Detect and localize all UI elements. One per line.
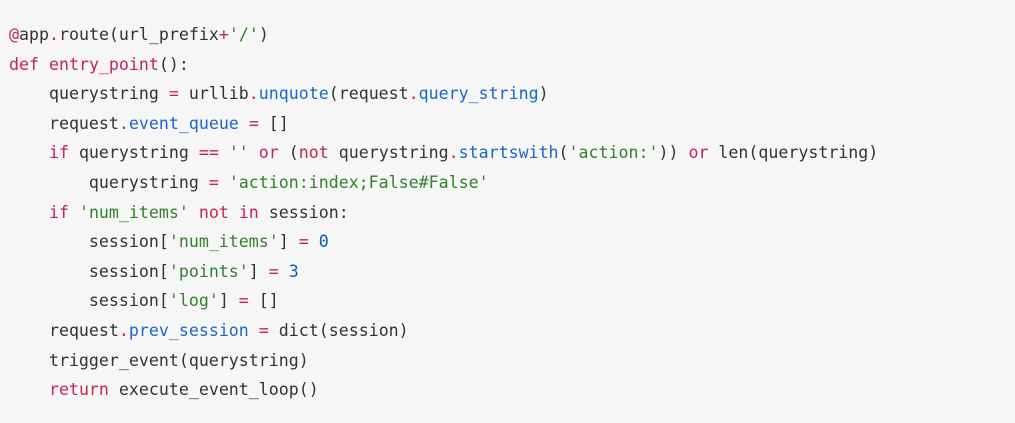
code-text: trigger_event(querystring): [9, 350, 309, 370]
attribute-name: event_queue: [128, 113, 239, 133]
code-text: ): [538, 84, 549, 104]
code-line: return execute_event_loop(): [9, 375, 878, 405]
operator: =: [168, 84, 179, 104]
code-line: if querystring == '' or (not querystring…: [9, 138, 878, 168]
code-text: urllib: [178, 84, 249, 104]
code-listing: @app.route(url_prefix+'/')def entry_poin…: [9, 20, 878, 405]
code-text: [219, 173, 229, 192]
code-text: len(querystring): [708, 143, 879, 163]
code-line: trigger_event(querystring): [9, 346, 878, 376]
code-text: (request: [328, 84, 409, 104]
code-text: ():: [158, 54, 189, 74]
string-literal: 'num_items': [78, 202, 189, 222]
code-text: ]: [248, 261, 269, 281]
attribute-name: startswith: [458, 143, 559, 163]
code-text: [279, 262, 289, 281]
code-text: querystring: [328, 143, 449, 163]
code-text: [9, 203, 49, 222]
operator: .: [448, 143, 459, 163]
code-text: session[: [9, 261, 169, 281]
code-line: @app.route(url_prefix+'/'): [9, 20, 878, 50]
code-line: request.event_queue = []: [9, 109, 878, 139]
code-text: dict(session): [268, 320, 409, 340]
code-line: session['log'] = []: [9, 286, 878, 316]
attribute-name: query_string: [418, 84, 539, 104]
code-line: querystring = 'action:index;False#False': [9, 168, 878, 198]
code-text: request: [9, 320, 119, 340]
code-text: session:: [258, 202, 349, 222]
code-text: ): [258, 25, 269, 44]
operator: =: [248, 113, 259, 133]
code-text: [69, 203, 79, 222]
operator: .: [118, 320, 129, 340]
keyword: not in: [198, 202, 259, 222]
code-text: []: [258, 113, 289, 133]
string-literal: 'points': [168, 261, 249, 281]
code-text: [239, 114, 249, 133]
code-text: app: [19, 25, 49, 44]
operator: =: [258, 320, 269, 340]
operator: =: [298, 232, 309, 252]
operator: .: [118, 113, 129, 133]
string-literal: 'num_items': [168, 232, 279, 252]
attribute-name: unquote: [258, 84, 329, 104]
code-text: [219, 143, 229, 162]
decorator: @: [9, 25, 19, 44]
keyword: def: [9, 54, 39, 74]
code-text: [189, 203, 199, 222]
string-literal: 'log': [168, 291, 219, 311]
keyword: or: [258, 143, 279, 163]
keyword: return: [48, 380, 109, 400]
code-text: ]: [278, 232, 299, 252]
code-line: def entry_point():: [9, 50, 878, 80]
code-text: [309, 232, 319, 251]
operator: =: [208, 172, 219, 192]
code-line: session['num_items'] = 0: [9, 227, 878, 257]
code-text: [9, 380, 49, 399]
operator: .: [248, 84, 259, 104]
number-literal: 0: [318, 232, 329, 252]
code-text: querystring: [9, 172, 209, 192]
code-text: [9, 143, 49, 162]
function-name: entry_point: [48, 54, 159, 74]
operator: =: [268, 261, 279, 281]
number-literal: 3: [288, 261, 299, 281]
operator: .: [408, 84, 419, 104]
code-text: [249, 321, 259, 340]
keyword: if: [48, 202, 69, 222]
code-text: querystring: [68, 143, 199, 163]
code-line: querystring = urllib.unquote(request.que…: [9, 79, 878, 109]
operator: =: [238, 291, 249, 311]
code-text: request: [9, 113, 119, 133]
code-text: route(url_prefix: [58, 25, 219, 44]
attribute-name: prev_session: [128, 320, 249, 340]
keyword: if: [48, 143, 69, 163]
code-text: session[: [9, 291, 169, 311]
string-literal: 'action:': [568, 143, 659, 163]
string-literal: 'action:index;False#False': [228, 172, 489, 192]
code-text: []: [248, 291, 279, 311]
code-text: [249, 143, 259, 162]
code-line: if 'num_items' not in session:: [9, 198, 878, 228]
code-text: querystring: [9, 84, 169, 104]
keyword: not: [298, 143, 329, 163]
operator: ==: [198, 143, 219, 163]
code-line: request.prev_session = dict(session): [9, 316, 878, 346]
code-text: session[: [9, 232, 169, 252]
code-text: )): [658, 143, 689, 163]
keyword: or: [688, 143, 709, 163]
code-text: ]: [218, 291, 239, 311]
code-text: (: [558, 143, 569, 163]
code-text: [39, 55, 49, 74]
string-literal: '/': [228, 25, 259, 44]
code-line: session['points'] = 3: [9, 257, 878, 287]
code-text: execute_event_loop(): [108, 380, 319, 400]
code-text: (: [278, 143, 299, 163]
operator: .: [48, 25, 59, 44]
operator: +: [218, 25, 229, 44]
string-literal: '': [228, 143, 249, 163]
